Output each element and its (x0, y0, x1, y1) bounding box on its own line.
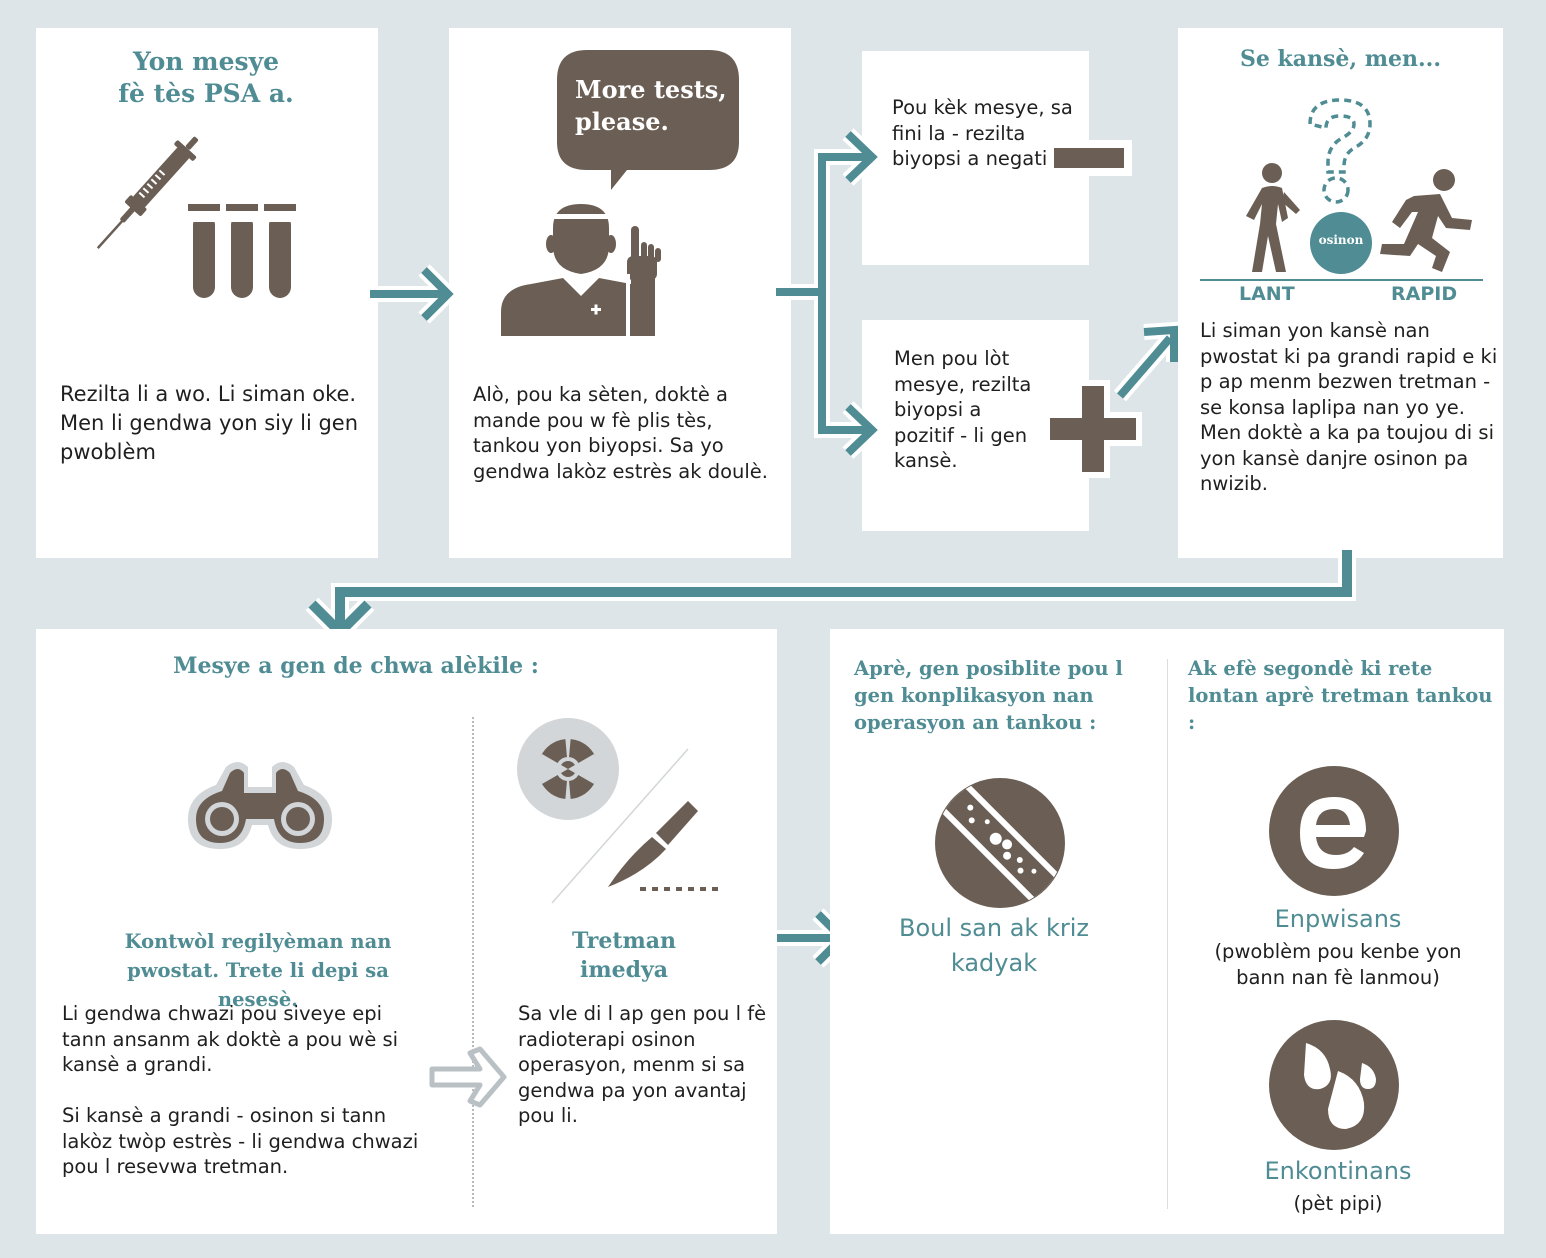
minus-icon (1046, 140, 1132, 176)
step1-text: Rezilta li a wo. Li siman oke. Men li ge… (60, 382, 359, 464)
impotence-title: Enpwisans (1274, 905, 1402, 933)
radiation-icon (517, 718, 619, 820)
or-circle (1310, 212, 1372, 274)
fast-label: RAPID (1391, 283, 1458, 305)
cancer-text: Li siman yon kansè nan pwostat ki pa gra… (1200, 319, 1498, 495)
step2-panel: More tests, please. Alò, pou ka sèten, d… (449, 28, 791, 558)
impotence-icon (1269, 766, 1399, 896)
speed-baseline (1200, 279, 1483, 281)
walking-person-icon (1246, 163, 1300, 272)
question-mark-icon (1308, 98, 1372, 204)
cancer-title: Se kansè, men... (1240, 46, 1441, 72)
choices-panel: Mesye a gen de chwa alèkile : Kontwòl re… (36, 629, 777, 1234)
or-label: osinon (1318, 233, 1364, 247)
arrow-positive-cancer (1116, 325, 1178, 399)
syringe-icon (96, 136, 199, 249)
arrow-cancer-choices (308, 550, 1352, 640)
plus-icon (1044, 380, 1142, 478)
arrow-branch (776, 131, 878, 456)
test-tubes-icon (188, 204, 296, 298)
treat-title: Tretman imedya (571, 928, 677, 983)
monitor-text-2: Si kansè a grandi - osinon si tann lakòz… (62, 1104, 419, 1178)
step2-text: Alò, pou ka sèten, doktè a mande pou w f… (473, 383, 769, 483)
choices-title: Mesye a gen de chwa alèkile : (173, 653, 539, 679)
complications-item: Boul san ak kriz kadyak (899, 914, 1089, 977)
doctor-icon (501, 204, 661, 336)
monitor-text-1: Li gendwa chwazi pou siveye epi tann ans… (62, 1002, 399, 1076)
running-person-icon (1380, 169, 1472, 272)
speech-text: More tests, please. (575, 75, 727, 136)
outcomes-panel: Aprè, gen posiblite pou l gen konplikasy… (830, 629, 1504, 1234)
monitor-title: Kontwòl regilyèman nan pwostat. Trete li… (124, 930, 392, 1011)
complications-title: Aprè, gen posiblite pou l gen konplikasy… (854, 657, 1123, 734)
scalpel-icon (551, 748, 718, 904)
binoculars-icon (188, 762, 332, 849)
positive-text: Men pou lòt mesye, rezilta biyopsi a poz… (894, 347, 1032, 472)
incontinence-icon (1269, 1020, 1399, 1150)
negative-text: Pou kèk mesye, sa fini la - rezilta biyo… (892, 96, 1073, 170)
slow-label: LANT (1239, 283, 1295, 305)
incontinence-desc: (pèt pipi) (1293, 1192, 1383, 1215)
treat-text: Sa vle di l ap gen pou l fè radioterapi … (518, 1002, 767, 1127)
impotence-desc: (pwoblèm pou kenbe yon bann nan fè lanmo… (1214, 940, 1462, 989)
outline-arrow-icon (429, 1046, 507, 1108)
step1-panel: Yon mesye fè tès PSA a. (36, 28, 378, 558)
speech-bubble-icon (557, 50, 739, 190)
incontinence-title: Enkontinans (1264, 1157, 1412, 1185)
side-effects-title: Ak efè segondè ki rete lontan aprè tretm… (1188, 657, 1493, 734)
step1-title: Yon mesye fè tès PSA a. (118, 47, 294, 108)
blood-clot-icon (935, 778, 1065, 908)
choices-divider (472, 717, 474, 1207)
cancer-panel: Se kansè, men... osinon LANT RAPID Li si… (1178, 28, 1503, 558)
outcomes-divider (1167, 659, 1168, 1209)
